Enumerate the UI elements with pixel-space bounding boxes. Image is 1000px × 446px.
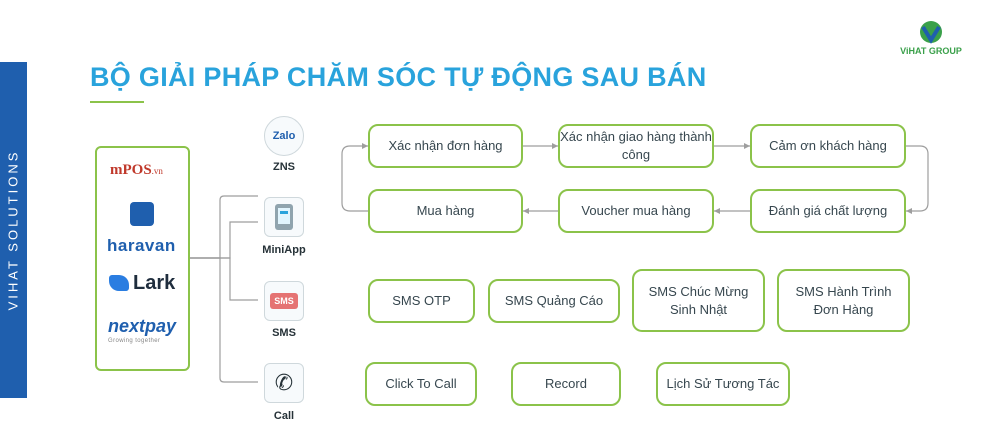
zalo-icon-text: Zalo: [272, 130, 296, 142]
sidebar-band: [0, 62, 27, 398]
lark-logo: Lark: [109, 272, 175, 295]
zalo-icon[interactable]: Zalo: [264, 116, 304, 156]
sms-birthday-button[interactable]: SMS Chúc Mừng Sinh Nhật: [632, 269, 765, 332]
channel-label-call: Call: [273, 410, 295, 422]
lark-text: Lark: [133, 272, 176, 294]
sms-order-journey-button[interactable]: SMS Hành Trình Đơn Hàng: [777, 269, 910, 332]
vihat-logo: ViHAT GROUP: [896, 18, 966, 63]
mpos-main: mPOS: [110, 162, 152, 178]
click-to-call-button[interactable]: Click To Call: [365, 362, 477, 406]
flow-step-quality-rating[interactable]: Đánh giá chất lượng: [750, 189, 906, 233]
sms-otp-button[interactable]: SMS OTP: [368, 279, 475, 323]
interaction-history-button[interactable]: Lịch Sử Tương Tác: [656, 362, 790, 406]
sidebar-text: VIHAT SOLUTIONS: [5, 149, 21, 311]
flow-step-thank-customer[interactable]: Cảm ơn khách hàng: [750, 124, 906, 168]
flow-step-delivery-confirm[interactable]: Xác nhận giao hàng thành công: [558, 124, 714, 168]
channel-label-zns: ZNS: [273, 161, 295, 173]
miniapp-icon[interactable]: [264, 197, 304, 237]
nextpay-text: nextpay: [108, 316, 177, 336]
sms-icon-text: SMS: [270, 293, 298, 309]
nextpay-tagline: Growing together: [108, 338, 161, 344]
phone-icon[interactable]: ✆: [264, 363, 304, 403]
phone-icon-glyph: ✆: [274, 370, 294, 395]
sms-advertising-button[interactable]: SMS Quảng Cáo: [488, 279, 620, 323]
title-underline: [90, 101, 144, 103]
lark-icon: [109, 275, 129, 291]
sms-icon[interactable]: SMS: [264, 281, 304, 321]
record-button[interactable]: Record: [511, 362, 621, 406]
haravan-bag-icon: [130, 202, 154, 226]
channel-label-miniapp: MiniApp: [262, 244, 306, 256]
flow-step-voucher[interactable]: Voucher mua hàng: [558, 189, 714, 233]
logo-text: ViHAT GROUP: [900, 46, 962, 56]
channel-label-sms: SMS: [272, 327, 296, 339]
haravan-logo: haravan: [107, 236, 176, 255]
mpos-logo: mPOS.vn: [110, 162, 163, 179]
flow-step-purchase[interactable]: Mua hàng: [368, 189, 523, 233]
vihat-logo-icon: [920, 21, 942, 44]
miniapp-phone-icon: [275, 204, 293, 230]
page-title: BỘ GIẢI PHÁP CHĂM SÓC TỰ ĐỘNG SAU BÁN: [90, 62, 707, 92]
flow-step-order-confirm[interactable]: Xác nhận đơn hàng: [368, 124, 523, 168]
mpos-suffix: .vn: [151, 166, 163, 176]
